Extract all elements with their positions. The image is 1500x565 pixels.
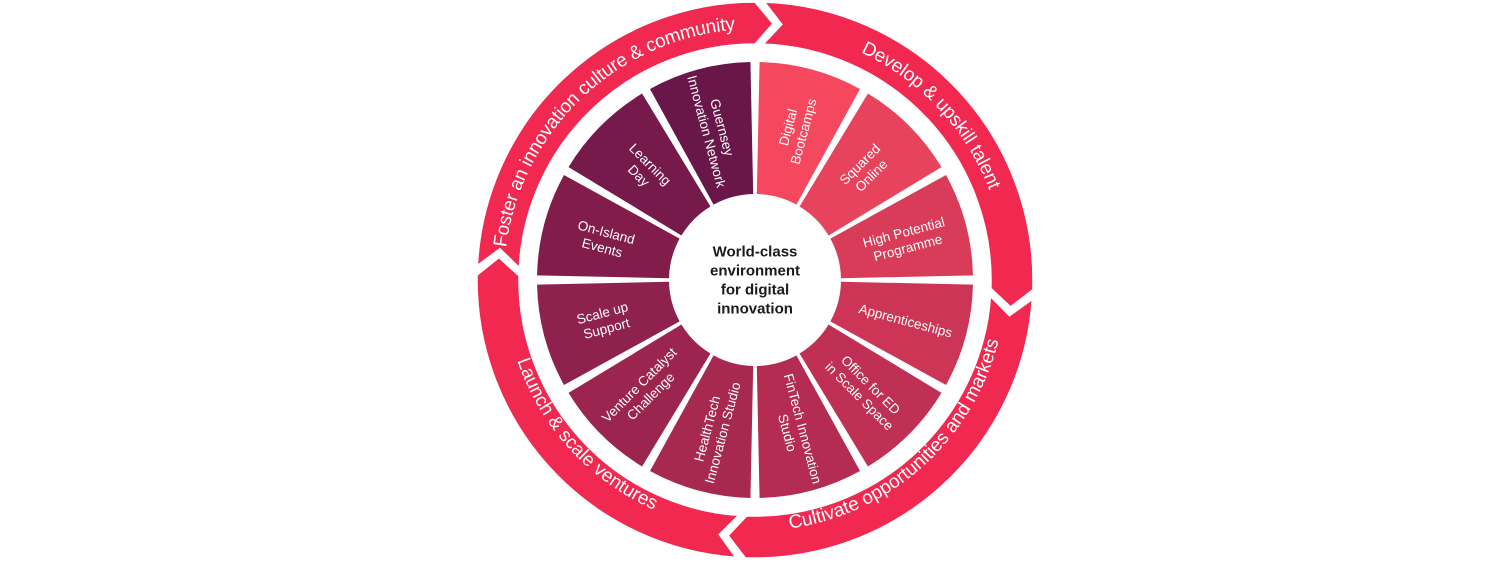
segment-shape <box>649 355 754 498</box>
segment-shape <box>756 355 861 498</box>
segment-fintech-innovation-studio: FinTech InnovationStudio <box>756 355 861 498</box>
segment-shape <box>537 281 680 386</box>
segment-digital-bootcamps: DigitalBootcamps <box>756 62 861 205</box>
segment-shape <box>799 93 942 236</box>
segment-shape <box>830 281 973 386</box>
segment-shape <box>649 62 754 205</box>
segment-healthtech-innovation-studio: HealthTechInnovation Studio <box>649 355 754 498</box>
segment-learning-day: LearningDay <box>568 93 711 236</box>
segment-shape <box>830 174 973 279</box>
segment-apprenticeships: Apprenticeships <box>830 281 973 386</box>
outer-section-cultivate <box>727 294 1034 559</box>
segment-high-potential-programme: High PotentialProgramme <box>830 174 973 279</box>
segment-shape <box>568 324 711 467</box>
outer-section-foster <box>476 1 774 270</box>
outer-ring <box>476 1 1034 559</box>
segment-shape <box>799 324 942 467</box>
outer-section-launch <box>476 256 741 559</box>
segment-squared-online: SquaredOnline <box>799 93 942 236</box>
outer-section-develop <box>761 1 1034 308</box>
segment-shape <box>756 62 861 205</box>
center-circle <box>677 202 833 358</box>
segment-on-island-events: On-IslandEvents <box>537 174 680 279</box>
segment-shape <box>537 174 680 279</box>
segment-scale-up-support: Scale upSupport <box>537 281 680 386</box>
segment-shape <box>568 93 711 236</box>
